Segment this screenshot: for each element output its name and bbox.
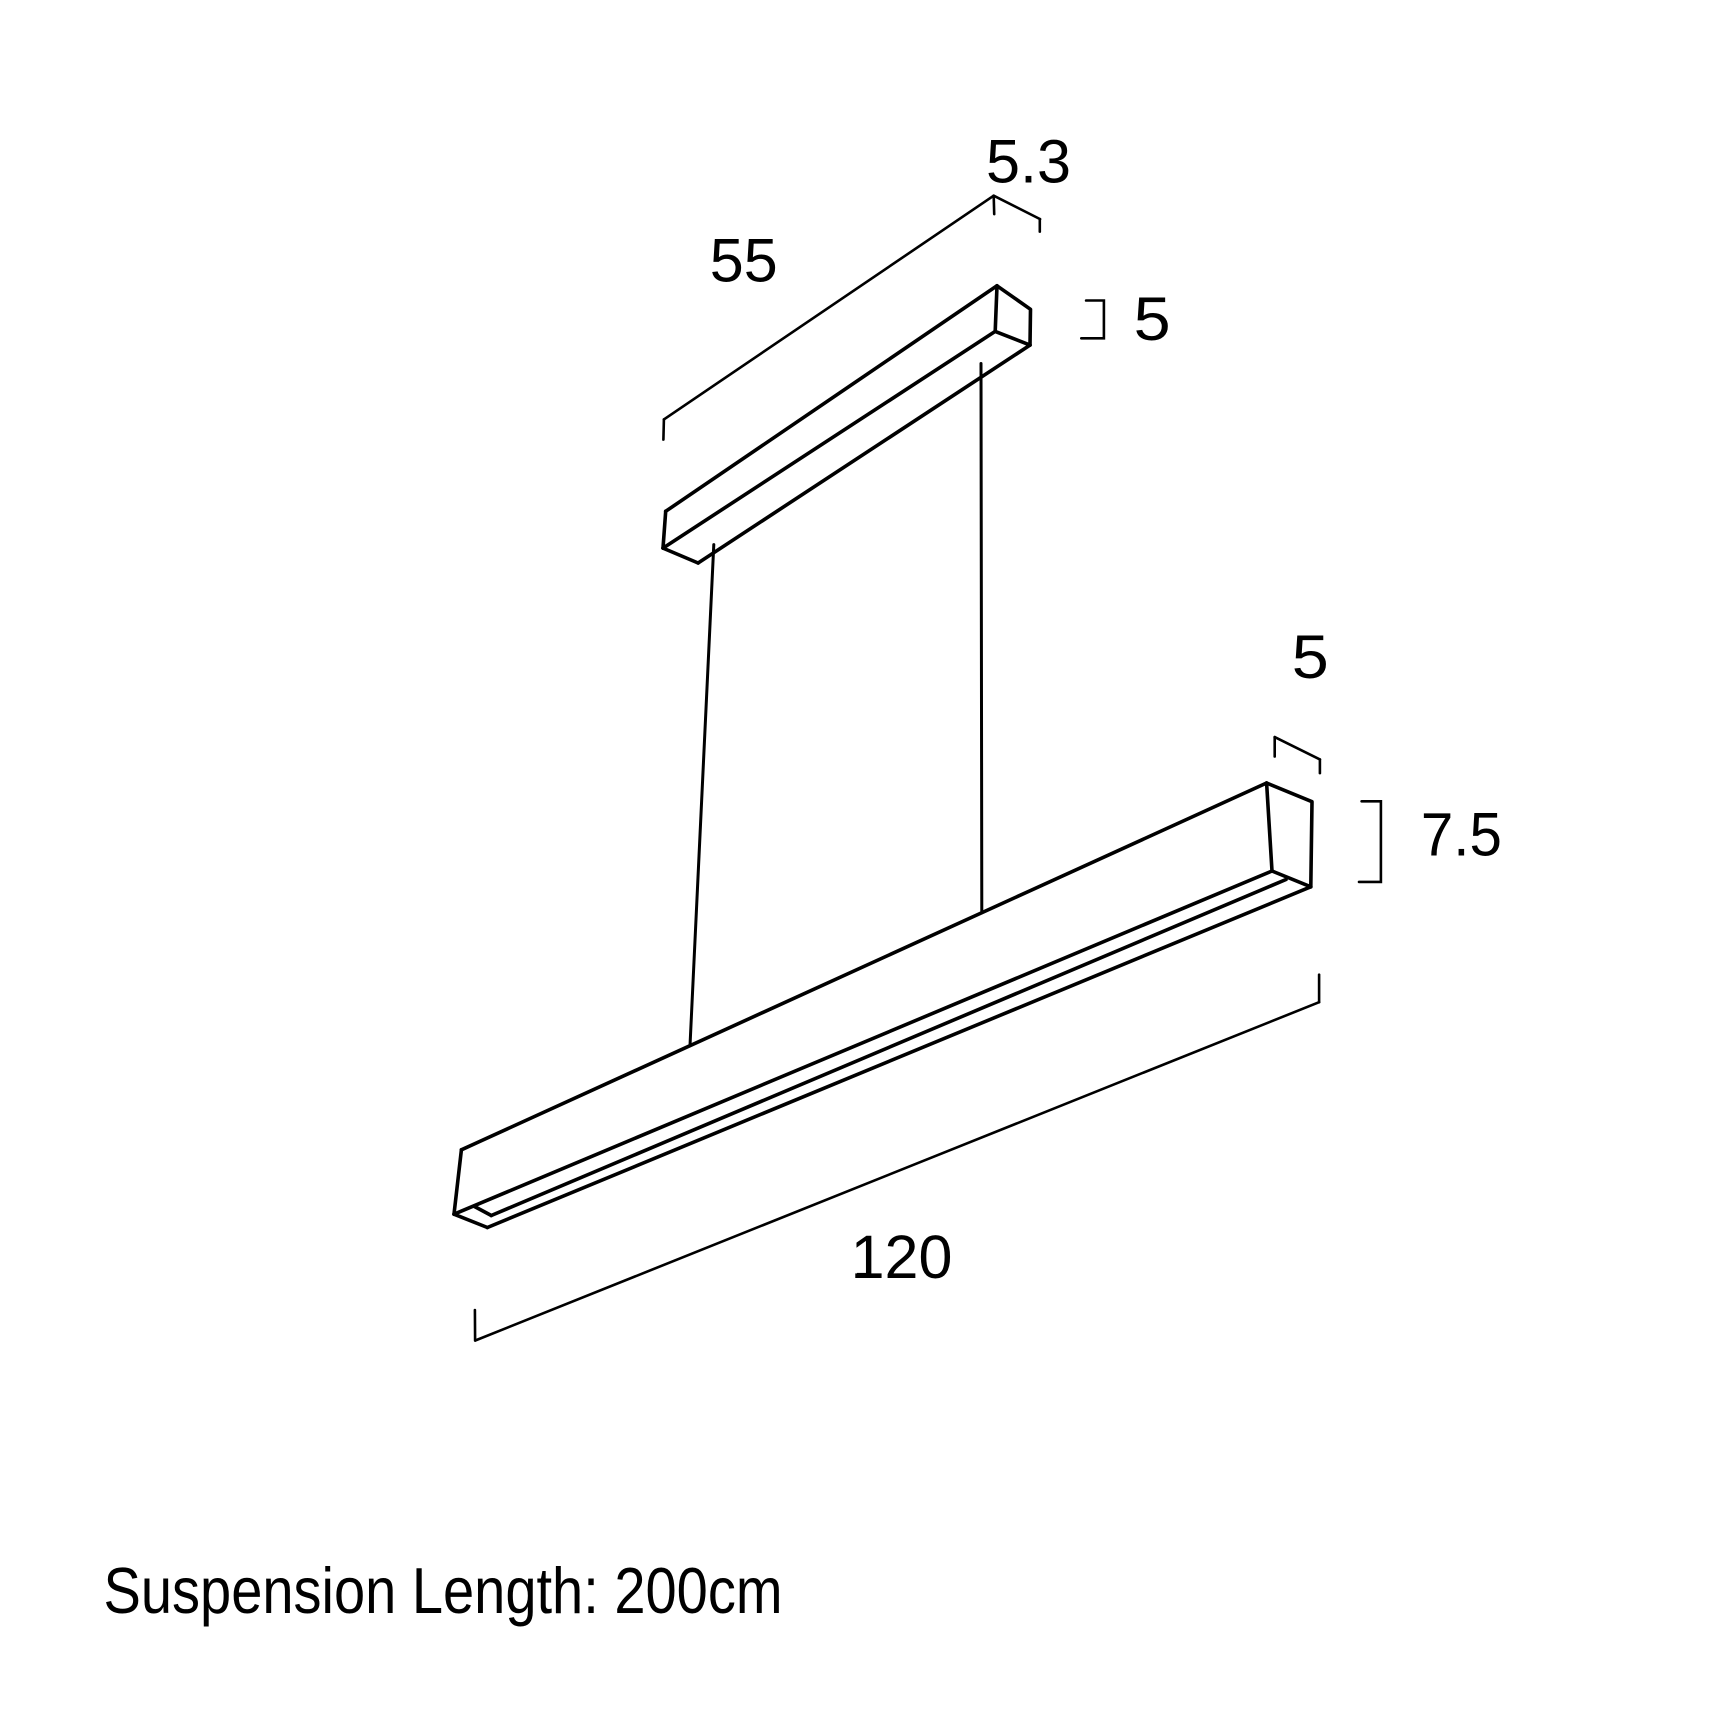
- svg-text:55: 55: [710, 227, 778, 295]
- svg-text:5: 5: [1134, 285, 1171, 353]
- svg-text:120: 120: [851, 1223, 953, 1291]
- svg-text:Suspension Length: 200cm: Suspension Length: 200cm: [104, 1554, 783, 1627]
- svg-text:5.3: 5.3: [986, 128, 1071, 196]
- svg-text:5: 5: [1292, 623, 1329, 691]
- svg-text:7.5: 7.5: [1421, 801, 1502, 869]
